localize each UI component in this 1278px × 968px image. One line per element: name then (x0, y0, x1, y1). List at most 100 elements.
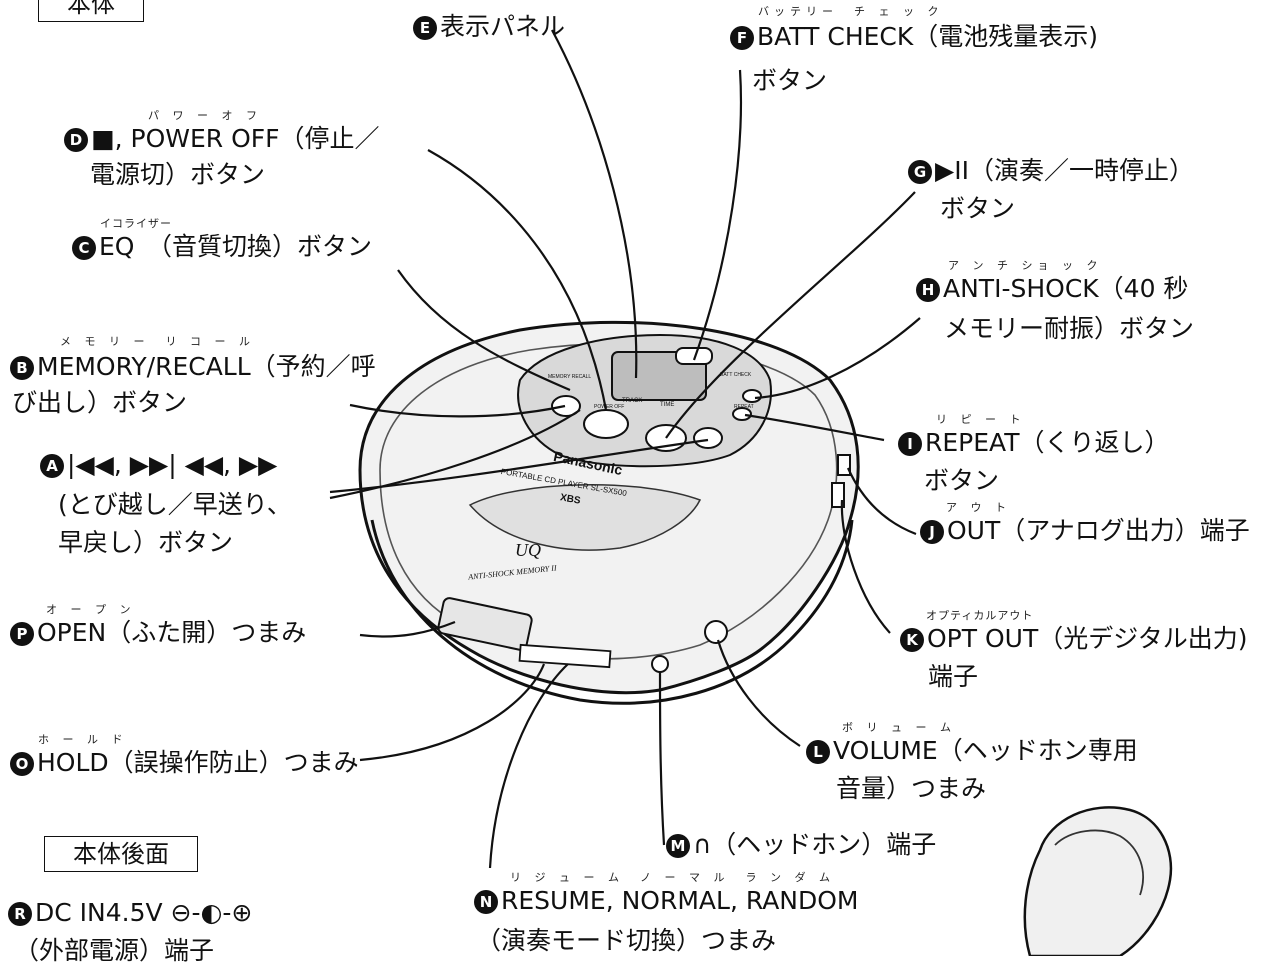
badge-n: N (474, 890, 498, 914)
label-a-cont-2: 早戻し）ボタン (58, 528, 234, 557)
label-d-text: ■, POWER OFF（停止／ (91, 124, 380, 153)
device-panel-track: TRACK (622, 398, 643, 404)
label-j-text: OUT（アナログ出力）端子 (947, 516, 1250, 545)
label-g-text: ▶II（演奏／一時停止） (935, 156, 1194, 185)
headphone-jack (651, 655, 669, 673)
skip-back-button (551, 395, 581, 417)
label-l-text: VOLUME（ヘッドホン専用 (833, 736, 1138, 765)
volume-knob (704, 620, 728, 644)
label-n-cont: （演奏モード切換）つまみ (476, 926, 777, 955)
power-off-button (583, 409, 629, 439)
ruby-k: オプティカルアウト (926, 609, 1034, 622)
badge-r: R (8, 902, 32, 926)
label-a-cont-1: (とび越し／早送り、 (58, 490, 292, 519)
device-panel-repeat: REPEAT (734, 404, 754, 410)
label-h-cont: メモリー耐振）ボタン (944, 314, 1195, 343)
badge-p: P (10, 622, 34, 646)
ruby-b: メ モ リ ー リ コ ー ル (60, 335, 255, 348)
label-a-text: |◀◀, ▶▶| ◀◀, ▶▶ (67, 450, 278, 479)
device-panel-time: TIME (660, 402, 675, 408)
ruby-h: ア ン チ ショ ッ ク (948, 259, 1103, 272)
label-f-text: BATT CHECK（電池残量表示) (757, 22, 1099, 51)
anti-shock-button (742, 389, 762, 403)
ruby-j: ア ウ ト (946, 501, 1011, 514)
section-title-main-unit: 本体 (38, 0, 144, 22)
label-k-cont: 端子 (928, 662, 979, 691)
player-base-rim (370, 519, 854, 705)
badge-a: A (40, 454, 64, 478)
badge-l: L (806, 740, 830, 764)
label-e-text: 表示パネル (440, 12, 566, 41)
badge-e: E (413, 16, 437, 40)
badge-g: G (908, 160, 932, 184)
badge-f: F (730, 26, 754, 50)
badge-m: M (666, 834, 690, 858)
ruby-d: パ ワ ー オ フ (148, 109, 262, 122)
label-g-cont: ボタン (940, 194, 1016, 223)
rear-view-illustration (1023, 806, 1173, 956)
badge-j: J (920, 520, 944, 544)
batt-check-button (675, 347, 713, 365)
label-i-text: REPEAT（くり返し） (925, 428, 1170, 457)
label-d: D■, POWER OFF（停止／ (64, 122, 380, 156)
badge-c: C (72, 236, 96, 260)
badge-b: B (10, 356, 34, 380)
label-m: M∩（ヘッドホン）端子 (666, 828, 936, 862)
ruby-l: ボ リ ュ ー ム (842, 721, 956, 734)
badge-k: K (900, 628, 924, 652)
label-k-text: OPT OUT（光デジタル出力) (927, 624, 1248, 653)
label-m-text: ∩（ヘッドホン）端子 (693, 830, 937, 859)
open-latch (437, 597, 533, 651)
out-jack (837, 454, 851, 476)
label-b-cont: び出し）ボタン (12, 388, 188, 417)
repeat-button (732, 407, 752, 421)
label-h-text: ANTI-SHOCK（40 秒 (943, 274, 1189, 303)
label-l-cont: 音量）つまみ (836, 774, 987, 803)
label-r-cont: （外部電源）端子 (14, 936, 215, 965)
label-c-text: EQ （音質切換）ボタン (99, 232, 372, 261)
label-d-cont: 電源切）ボタン (90, 160, 266, 189)
device-panel-memory: MEMORY RECALL (548, 374, 592, 380)
ruby-o: ホ ー ル ド (38, 733, 128, 746)
device-logo: UQ (515, 540, 541, 560)
label-i-cont: ボタン (924, 466, 1000, 495)
label-a: A|◀◀, ▶▶| ◀◀, ▶▶ (40, 448, 277, 482)
skip-forward-button (693, 427, 723, 449)
lid-window (468, 484, 702, 551)
device-panel-batt: BATT CHECK (720, 372, 752, 378)
ruby-i: リ ピ ー ト (936, 413, 1026, 426)
badge-o: O (10, 752, 34, 776)
device-panel-power-off: POWER OFF (594, 404, 625, 410)
ruby-n: リ ジ ュ ー ム ノ ー マ ル ラ ン ダ ム (510, 871, 835, 884)
rear-view-lid (1054, 829, 1144, 896)
label-f-cont: ボタン (752, 66, 828, 95)
ruby-p: オ ー プ ン (46, 603, 136, 616)
label-g: G▶II（演奏／一時停止） (908, 154, 1194, 188)
label-n-text: RESUME, NORMAL, RANDOM (501, 886, 859, 915)
hold-switch (518, 643, 612, 669)
label-o-text: HOLD（誤操作防止）つまみ (37, 748, 359, 777)
badge-i: I (898, 432, 922, 456)
ruby-f: バッテリー チ ェ ッ ク (758, 5, 944, 18)
badge-d: D (64, 128, 88, 152)
section-title-rear: 本体後面 (44, 836, 198, 872)
ruby-c: イコライザー (100, 217, 172, 230)
label-b-text: MEMORY/RECALL（予約／呼 (37, 352, 376, 381)
label-p-text: OPEN（ふた開）つまみ (37, 618, 307, 647)
label-r-text: DC IN4.5V ⊖-◐-⊕ (35, 898, 253, 927)
badge-h: H (916, 278, 940, 302)
